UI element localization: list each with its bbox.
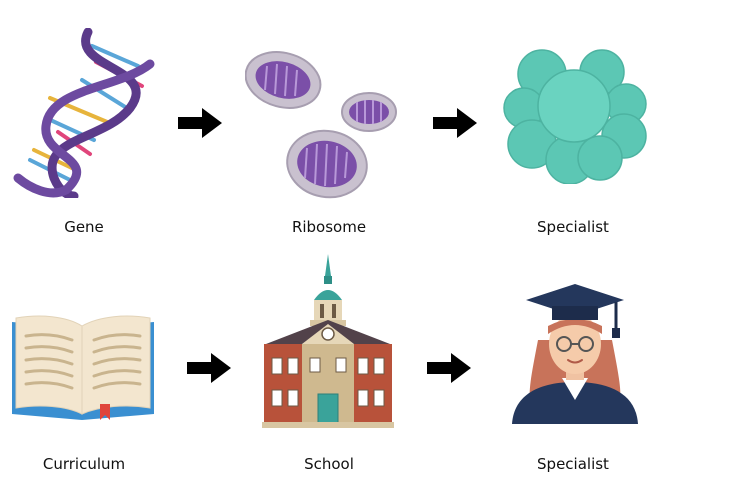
right-arrow-icon	[187, 353, 231, 388]
item-label: School	[304, 455, 354, 473]
mitochondria-icon	[245, 48, 405, 206]
school-building-icon	[258, 254, 398, 428]
item-label: Specialist	[537, 455, 609, 473]
right-arrow-icon	[178, 108, 222, 143]
item-label: Ribosome	[291, 218, 367, 236]
dna-helix-icon	[10, 28, 160, 198]
item-label: Specialist	[537, 218, 609, 236]
cell-cluster-icon	[502, 48, 648, 184]
right-arrow-icon	[433, 108, 477, 143]
item-label: Curriculum	[42, 455, 126, 473]
right-arrow-icon	[427, 353, 471, 388]
item-label: Gene	[64, 218, 104, 236]
graduate-icon	[504, 282, 646, 424]
open-book-icon	[10, 314, 156, 424]
